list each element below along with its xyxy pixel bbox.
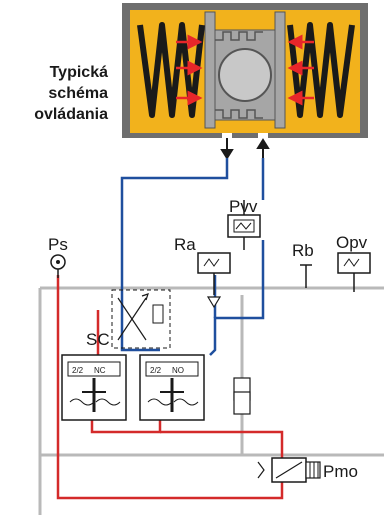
ra-label: Ra bbox=[174, 235, 196, 254]
valve1-type: NC bbox=[94, 366, 106, 375]
left-piston bbox=[204, 11, 216, 129]
port-a bbox=[222, 130, 232, 138]
gray-frame bbox=[38, 286, 384, 515]
right-piston bbox=[274, 11, 286, 129]
ps-supply: Ps bbox=[48, 235, 68, 278]
rb-label: Rb bbox=[292, 241, 314, 260]
pmo-valve: Pmo bbox=[257, 457, 358, 483]
sc-block: SC bbox=[86, 289, 171, 349]
inline-filters bbox=[233, 377, 251, 415]
diagram-caption: Typická schéma ovládania bbox=[0, 62, 108, 125]
solenoid-valve-nc: 2/2 NC bbox=[61, 354, 127, 421]
ps-label: Ps bbox=[48, 235, 68, 254]
actuator bbox=[122, 3, 368, 138]
caption-line-1: Typická bbox=[49, 64, 108, 81]
red-pipes bbox=[56, 275, 284, 500]
valve1-mode: 2/2 bbox=[72, 366, 84, 375]
pinion bbox=[218, 48, 272, 102]
lower-rack-teeth bbox=[215, 109, 263, 119]
caption-line-3: ovládania bbox=[34, 106, 108, 123]
port-b bbox=[258, 130, 268, 138]
left-springs bbox=[137, 22, 205, 118]
upper-rack-teeth bbox=[215, 31, 263, 41]
solenoid-valve-no: 2/2 NO bbox=[139, 354, 205, 421]
valve2-type: NO bbox=[172, 366, 184, 375]
blue-pipes bbox=[120, 158, 265, 356]
opv-label: Opv bbox=[336, 233, 368, 252]
opv-valve: Opv bbox=[336, 233, 371, 292]
force-arrows bbox=[176, 34, 314, 106]
sc-label: SC bbox=[86, 330, 110, 349]
valve2-mode: 2/2 bbox=[150, 366, 162, 375]
right-springs bbox=[287, 22, 355, 118]
pmo-label: Pmo bbox=[323, 462, 358, 481]
port-arrows bbox=[220, 138, 270, 160]
ra-valve: Ra bbox=[174, 235, 231, 309]
pvv-valve: Pvv bbox=[227, 197, 261, 250]
pvv-label: Pvv bbox=[229, 197, 258, 216]
rb-port: Rb bbox=[292, 241, 314, 288]
caption-line-2: schéma bbox=[48, 85, 108, 102]
